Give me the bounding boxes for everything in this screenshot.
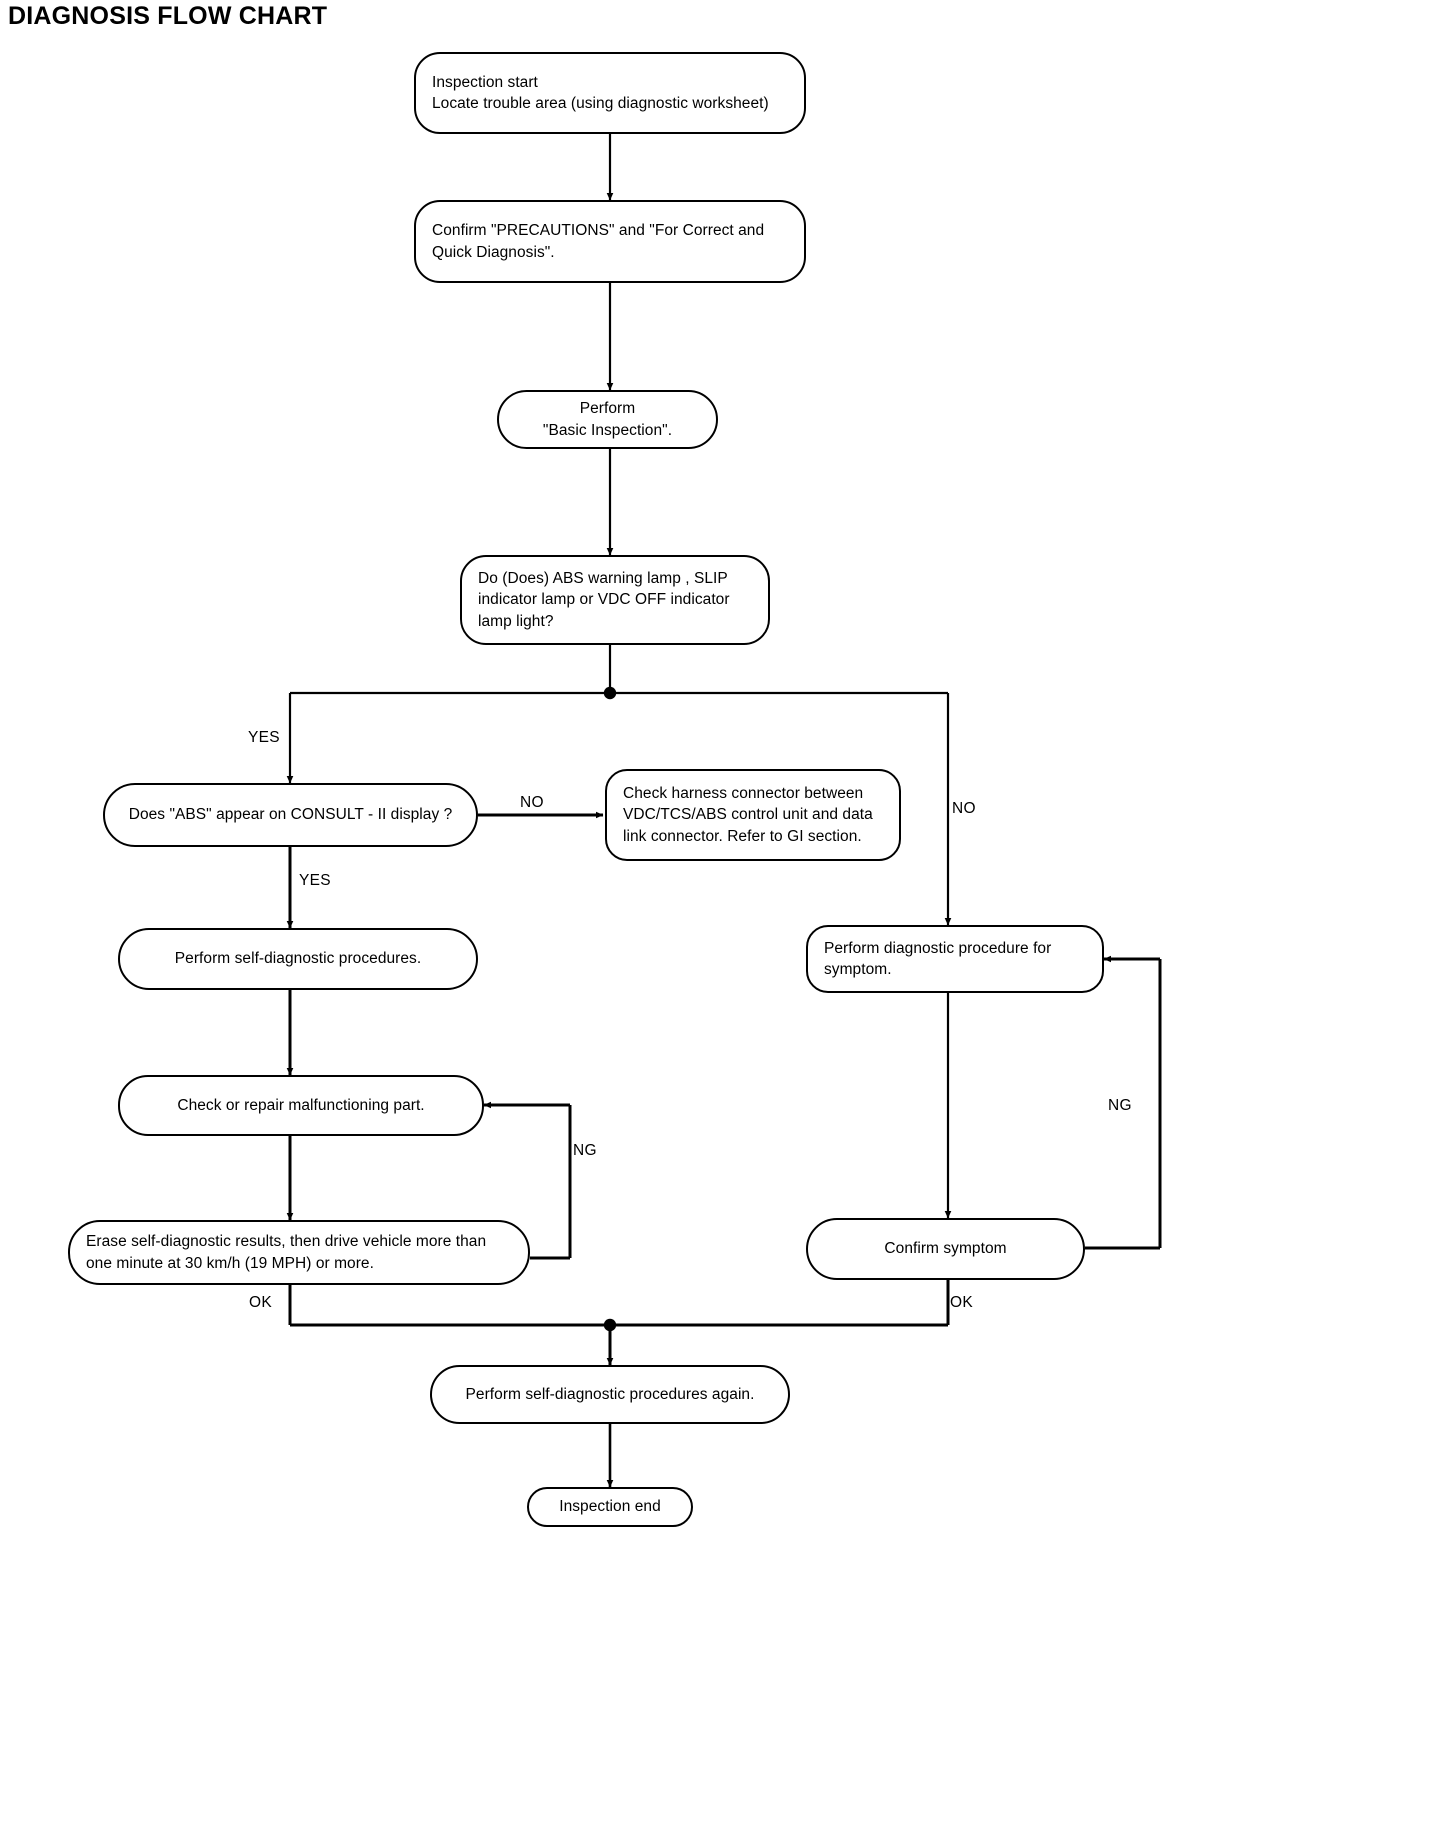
edge-label-yes-main: YES	[248, 729, 280, 746]
node-self-diagnostic-again-text: Perform self-diagnostic procedures again…	[465, 1385, 755, 1403]
node-confirm-precautions-text: Confirm "PRECAUTIONS" and "For Correct a…	[432, 222, 765, 261]
edge-label-ok-right: OK	[950, 1294, 973, 1311]
junction-dot-top	[603, 686, 617, 700]
node-erase-results-text: Erase self-diagnostic results, then driv…	[86, 1233, 487, 1272]
node-diagnostic-procedure-symptom-text: Perform diagnostic procedure for symptom…	[824, 939, 1052, 978]
node-self-diagnostic-again: Perform self-diagnostic procedures again…	[430, 1365, 790, 1424]
node-lamp-question: Do (Does) ABS warning lamp , SLIP indica…	[460, 555, 770, 645]
node-erase-results: Erase self-diagnostic results, then driv…	[68, 1220, 530, 1285]
junction-dot-bottom	[603, 1318, 617, 1332]
node-confirm-precautions: Confirm "PRECAUTIONS" and "For Correct a…	[414, 200, 806, 283]
node-perform-self-diagnostic-text: Perform self-diagnostic procedures.	[174, 950, 422, 968]
node-confirm-symptom-text: Confirm symptom	[884, 1240, 1007, 1258]
edge-label-no-consult: NO	[520, 794, 544, 811]
node-basic-inspection-text: Perform "Basic Inspection".	[542, 400, 673, 439]
node-abs-consult-question-text: Does "ABS" appear on CONSULT - II displa…	[128, 806, 453, 824]
node-inspection-start-text: Inspection start Locate trouble area (us…	[432, 73, 769, 112]
page-title: DIAGNOSIS FLOW CHART	[8, 2, 328, 30]
edge-label-yes-consult: YES	[299, 872, 331, 889]
node-check-harness: Check harness connector between VDC/TCS/…	[605, 769, 901, 861]
edge-label-ng-right: NG	[1108, 1097, 1132, 1114]
edge-label-no-main: NO	[952, 800, 976, 817]
node-diagnostic-procedure-symptom: Perform diagnostic procedure for symptom…	[806, 925, 1104, 993]
node-inspection-end: Inspection end	[527, 1487, 693, 1527]
node-lamp-question-text: Do (Does) ABS warning lamp , SLIP indica…	[478, 569, 730, 630]
node-basic-inspection: Perform "Basic Inspection".	[497, 390, 718, 449]
node-perform-self-diagnostic: Perform self-diagnostic procedures.	[118, 928, 478, 990]
node-check-harness-text: Check harness connector between VDC/TCS/…	[623, 784, 873, 845]
node-inspection-start: Inspection start Locate trouble area (us…	[414, 52, 806, 134]
edge-label-ok-left: OK	[249, 1294, 272, 1311]
node-check-repair-part: Check or repair malfunctioning part.	[118, 1075, 484, 1136]
node-abs-consult-question: Does "ABS" appear on CONSULT - II displa…	[103, 783, 478, 847]
node-check-repair-part-text: Check or repair malfunctioning part.	[177, 1096, 425, 1114]
node-confirm-symptom: Confirm symptom	[806, 1218, 1085, 1280]
edge-label-ng-left: NG	[573, 1142, 597, 1159]
node-inspection-end-text: Inspection end	[559, 1498, 661, 1516]
